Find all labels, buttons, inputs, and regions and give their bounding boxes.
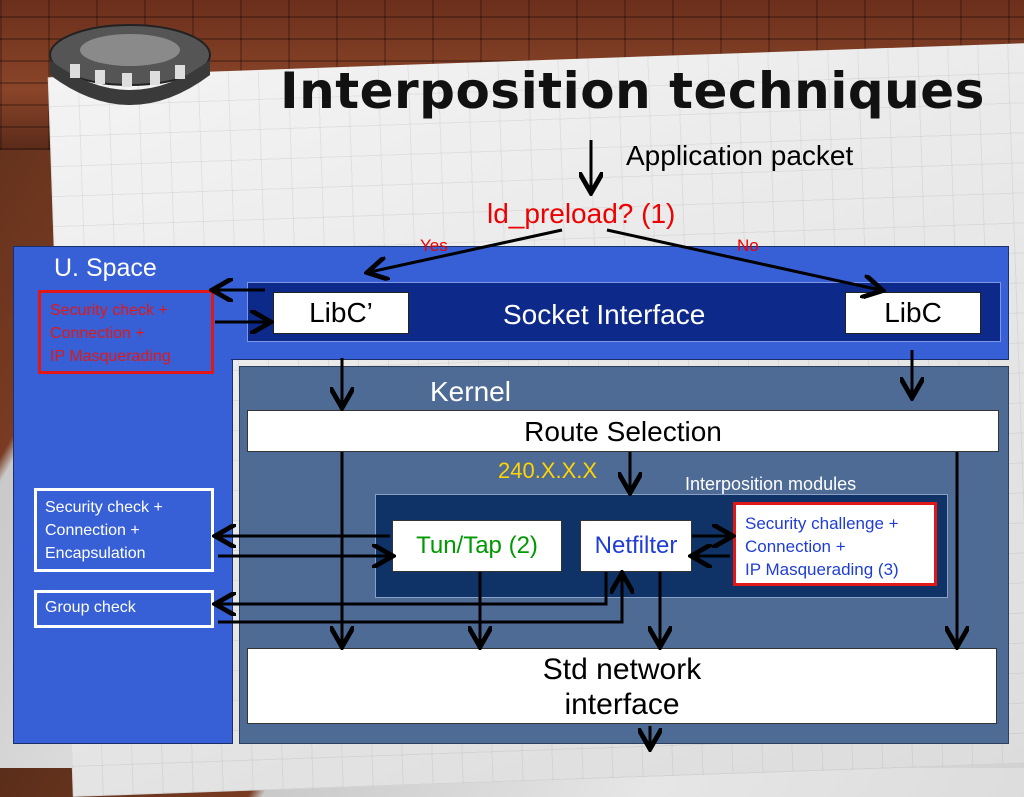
security-check-encapsulation-box: Security check + Connection + Encapsulat… [34,488,214,572]
ld-preload-label: ld_preload? (1) [487,198,676,229]
application-packet-label: Application packet [626,140,854,171]
route-selection-box: Route Selection [247,410,999,452]
libc-box: LibC [845,292,981,334]
desk-lamp-image [49,24,211,105]
slide-title: Interposition techniques [280,62,985,120]
group-check-box: Group check [34,590,214,628]
kernel-title: Kernel [430,376,511,407]
tuntap-box: Tun/Tap (2) [392,520,562,572]
ip-range-label: 240.X.X.X [498,458,598,483]
netfilter-box: Netfilter [580,520,692,572]
security-challenge-line: Security challenge + [745,514,899,533]
std-network-line: Std network [542,653,702,686]
encapsulation-line: Encapsulation [45,545,146,562]
security-check-line: Security check + [45,499,163,516]
ip-masquerading-line: IP Masquerading (3) [745,560,899,579]
security-check-masquerading-box: Security check + Connection + IP Masquer… [38,290,214,374]
connection-line: Connection + [50,325,145,342]
no-label: No [737,236,759,255]
user-space-panel [13,246,233,744]
ip-masquerading-line: IP Masquerading [50,348,171,365]
libc-prime-box: LibC’ [273,292,409,334]
std-network-interface-box: Std network interface [247,648,997,724]
interface-line: interface [564,688,680,721]
user-space-title: U. Space [54,254,157,282]
connection-line: Connection + [745,537,846,556]
security-check-line: Security check + [50,302,168,319]
interposition-modules-label: Interposition modules [685,474,857,494]
security-challenge-box: Security challenge + Connection + IP Mas… [733,502,937,586]
yes-label: Yes [420,236,448,255]
socket-interface-label: Socket Interface [503,299,706,330]
connection-line: Connection + [45,522,140,539]
